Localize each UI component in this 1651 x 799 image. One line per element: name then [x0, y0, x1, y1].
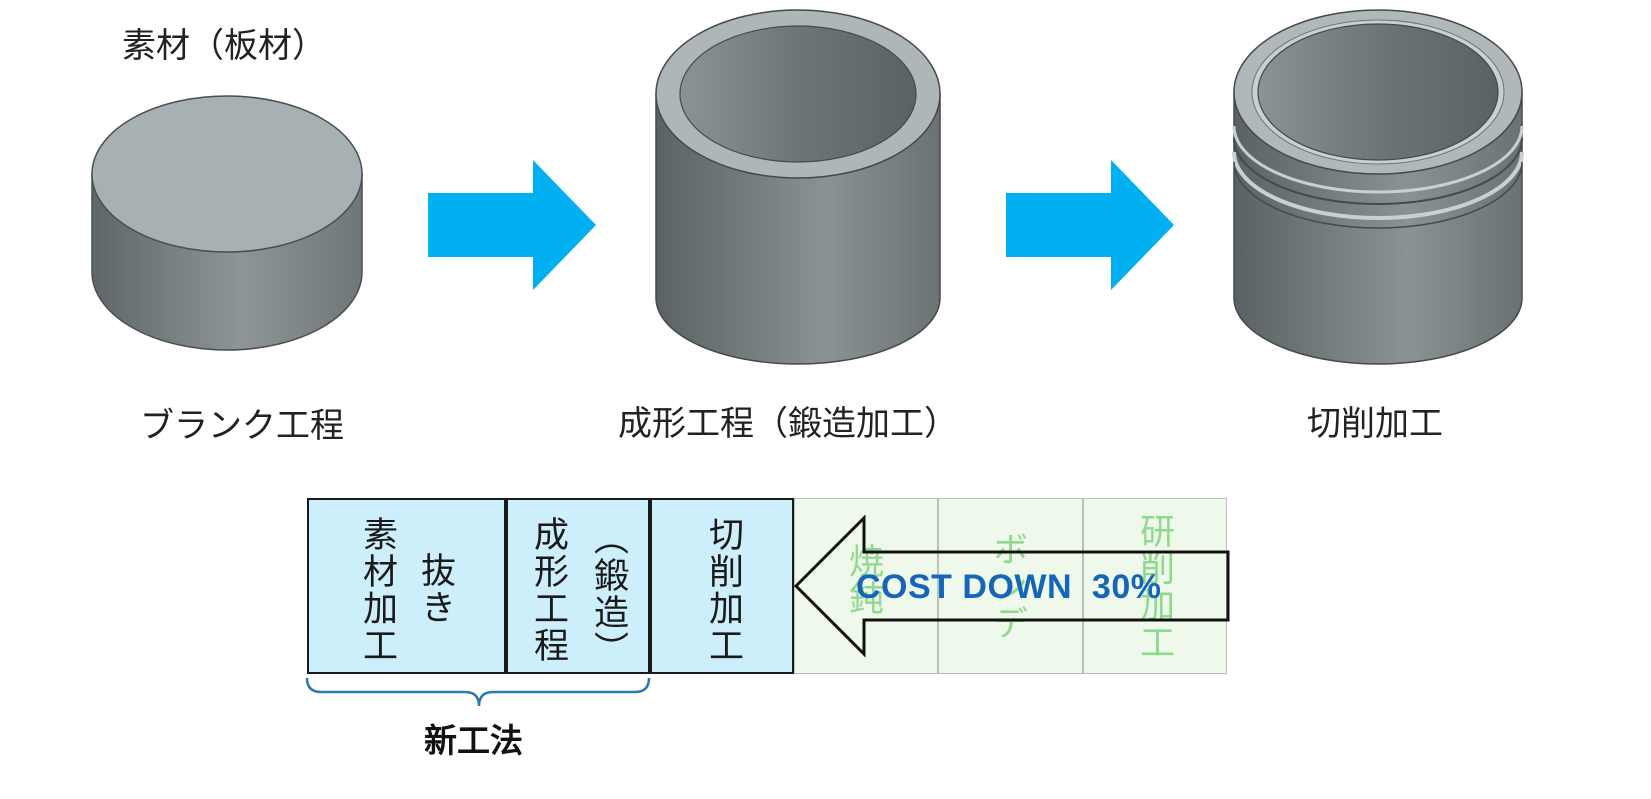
- step-label-forming: 成形工程（鍛造加工）: [618, 404, 958, 444]
- step-label-blank: ブランク工程: [140, 406, 344, 446]
- new-cell-col1: 成形工程: [528, 516, 568, 664]
- forged-cup-icon: [655, 9, 941, 365]
- material-label: 素材（板材）: [122, 26, 326, 66]
- new-cell-col2: （鍛造）: [588, 520, 628, 668]
- new-cell-material: 素材加工 抜き: [307, 498, 506, 674]
- old-cell-annealing: 焼鈍: [794, 498, 938, 674]
- right-arrow-icon: [428, 160, 596, 290]
- blank-disc-icon: [91, 95, 363, 351]
- old-cell-bonde: ボンデ: [938, 498, 1083, 674]
- left-arrow-icon: [793, 515, 1230, 658]
- right-arrow-icon: [1006, 160, 1174, 290]
- step-label-machining: 切削加工: [1307, 404, 1443, 444]
- new-cell-machining: 切削加工: [650, 498, 794, 674]
- new-cell-col1: 素材加工: [357, 516, 397, 664]
- old-cell-grinding: 研削加工: [1083, 498, 1227, 674]
- old-cell-label: 研削加工: [1134, 513, 1174, 661]
- machined-cup-icon: [1232, 9, 1524, 365]
- old-cell-label: 焼鈍: [843, 543, 883, 617]
- old-cell-label: ボンデ: [987, 531, 1027, 642]
- brace-icon: [305, 677, 651, 707]
- new-cell-col1: 切削加工: [703, 516, 743, 664]
- new-method-label: 新工法: [424, 721, 523, 760]
- new-cell-col2: 抜き: [415, 552, 455, 626]
- cost-down-label: COST DOWN 30%: [856, 568, 1162, 606]
- new-cell-forming: 成形工程 （鍛造）: [506, 498, 650, 674]
